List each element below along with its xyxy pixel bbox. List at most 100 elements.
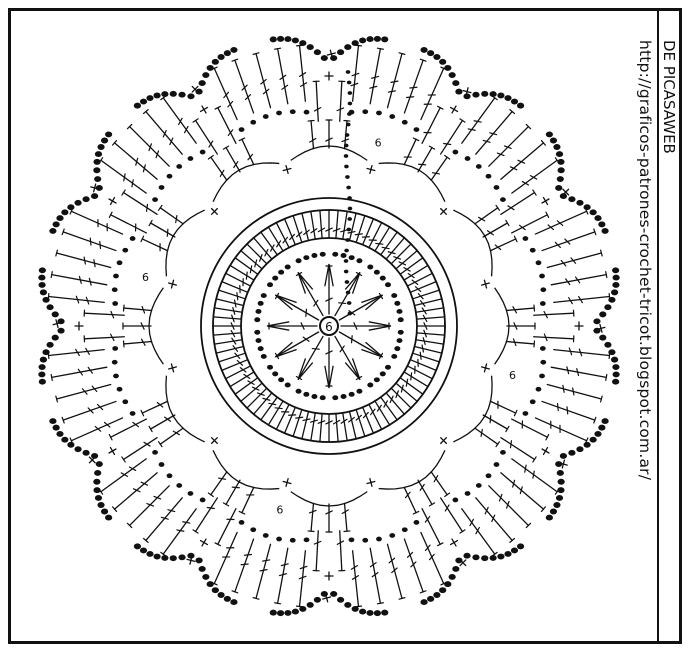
- chain-stitch-dot: [262, 114, 269, 119]
- single-crochet-stroke: [483, 363, 488, 373]
- stitch-stem: [275, 403, 290, 431]
- stitch-stem: [355, 215, 366, 243]
- stitch-bar: [473, 120, 482, 123]
- stitch-stem: [368, 403, 383, 431]
- stitch-stem: [62, 400, 117, 421]
- chain-stitch-dot: [394, 300, 401, 306]
- fan-treble: [61, 400, 117, 424]
- arch-cluster-stitch: [207, 154, 228, 181]
- stitch-bar: [336, 540, 345, 545]
- stitch-bar: [414, 286, 422, 293]
- stitch-stem: [122, 191, 158, 215]
- stitch-stem: [234, 59, 255, 114]
- chain-stitch-dot: [384, 364, 391, 370]
- stitch-stem: [374, 400, 391, 426]
- fan-treble: [553, 347, 611, 360]
- spoke-chevron: [324, 263, 334, 287]
- fan-treble: [350, 44, 363, 102]
- stitch-top: [394, 229, 401, 235]
- stitch-top: [126, 123, 133, 130]
- chain-stitch-dot: [260, 353, 267, 359]
- chain-stitch-dot: [599, 311, 607, 318]
- chain-stitch-dot: [362, 109, 369, 115]
- stitch-stem: [511, 159, 558, 194]
- stitch-stem: [511, 214, 548, 234]
- ring-treble-stitch: [374, 224, 393, 252]
- stitch-stem: [215, 345, 245, 354]
- chain-stitch-dot: [516, 543, 525, 550]
- stitch-stem: [338, 331, 382, 357]
- stitch-stem: [51, 366, 108, 379]
- single-crochet-mark: [440, 207, 448, 215]
- outer-scallop: [330, 35, 472, 144]
- stitch-bar: [143, 441, 151, 447]
- scallop-fan: [98, 458, 197, 557]
- stitch-bar: [524, 464, 527, 473]
- inner-chain-dots: [367, 364, 391, 388]
- stitch-bar: [89, 237, 92, 246]
- stitch-bar: [233, 161, 239, 169]
- chain-stitch-dot: [612, 274, 620, 281]
- single-crochet-stroke: [55, 319, 59, 329]
- chain-stitch-dot: [46, 341, 54, 348]
- chain-stitch-dot: [158, 185, 165, 190]
- chain-stitch-dot: [187, 491, 194, 496]
- stitch-top: [257, 229, 264, 235]
- stitch-stem: [83, 336, 125, 340]
- inner-chain-dots: [267, 364, 291, 388]
- center-ring: 6: [319, 316, 339, 336]
- stitch-stem: [500, 472, 545, 510]
- ring-treble-stitch: [399, 377, 426, 398]
- outer-scallop: [322, 508, 463, 617]
- fan-treble: [47, 347, 105, 360]
- chain-stitch-dot: [39, 356, 48, 363]
- single-crochet-mark: [366, 165, 376, 175]
- chain-stitch-dot: [139, 547, 148, 554]
- chain-stitch-dot: [540, 359, 547, 365]
- ring-treble-stitch: [355, 409, 369, 438]
- stitch-top: [509, 109, 516, 115]
- fan-treble: [386, 52, 406, 109]
- arch-cluster-stitch: [140, 400, 169, 417]
- ring-treble-stitch: [238, 382, 263, 405]
- chain-stitch-dot: [111, 359, 118, 365]
- stitch-stem: [413, 298, 443, 307]
- stitch-bar: [512, 479, 516, 488]
- stitch-stem: [224, 272, 252, 287]
- inner-chain-dots: [254, 329, 267, 359]
- stitch-top: [47, 351, 50, 360]
- chain-stitch-dot: [452, 565, 460, 572]
- stitch-stem: [403, 264, 429, 281]
- chain-stitch-dot: [401, 527, 408, 533]
- stitch-stem: [416, 316, 446, 320]
- stitch-stem: [550, 273, 607, 286]
- chain-stitch-dot: [367, 382, 374, 388]
- stitch-bar: [278, 573, 287, 577]
- stitch-stem: [162, 508, 197, 555]
- fan-treble: [112, 139, 158, 180]
- single-crochet-mark: [480, 363, 490, 373]
- stitch-stem: [399, 377, 424, 395]
- stitch-top: [112, 139, 118, 146]
- spoke-chevron: [361, 341, 384, 358]
- fan-treble: [126, 123, 170, 167]
- arch-cluster-stitch: [403, 486, 420, 515]
- center-spoke: [267, 264, 320, 321]
- middle-arch: [378, 137, 451, 215]
- stitch-stem: [406, 272, 434, 287]
- stitch-stem: [395, 382, 418, 402]
- stitch-bar: [578, 295, 583, 304]
- chain-stitch-dot: [439, 587, 447, 594]
- stitch-stem: [488, 485, 530, 527]
- stitch-stem: [55, 252, 112, 269]
- inner-chain-dots: [254, 293, 267, 323]
- chain-stitch-dot: [568, 196, 576, 203]
- stitch-bar: [410, 561, 417, 568]
- ring-treble-stitch: [289, 409, 304, 438]
- spoke-chevron: [361, 294, 384, 311]
- single-crochet-stroke: [199, 539, 209, 546]
- stitch-stem: [334, 273, 360, 317]
- stitch-stem: [213, 67, 238, 121]
- scallop-fan: [461, 95, 560, 194]
- stitch-bar: [568, 347, 573, 356]
